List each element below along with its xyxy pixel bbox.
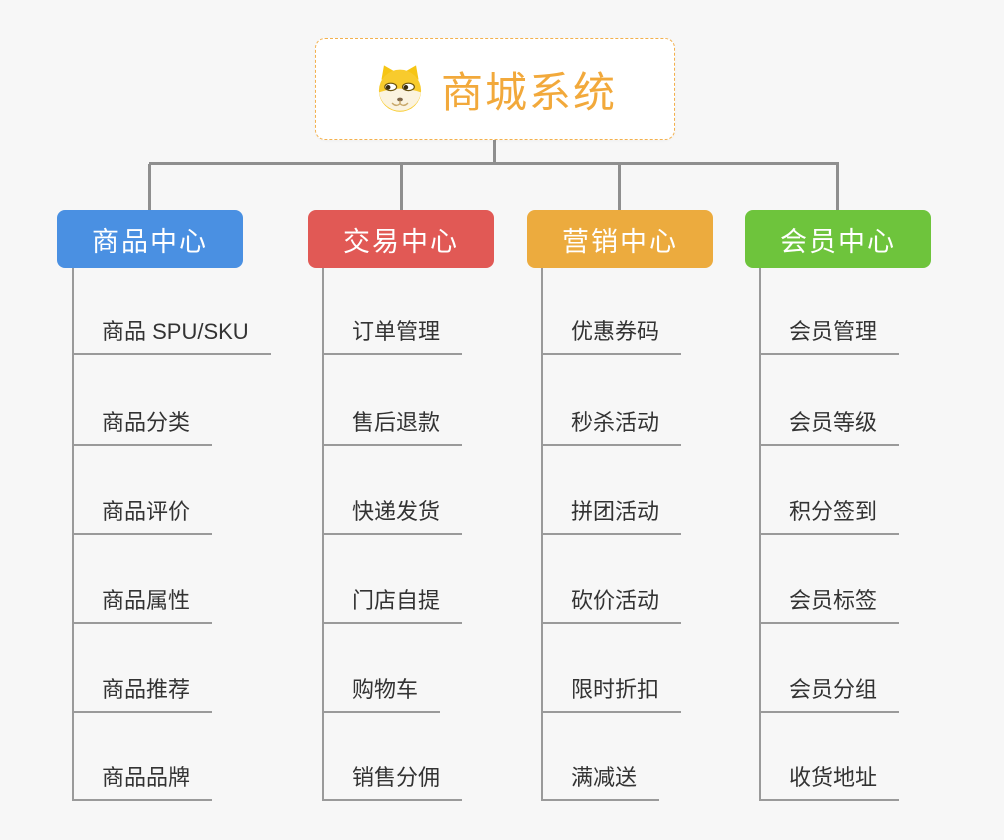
leaf-item[interactable]: 会员标签 [759, 588, 900, 624]
leaf-item[interactable]: 购物车 [322, 677, 441, 713]
root-node[interactable]: 商城系统 [315, 38, 675, 140]
connector-bus [149, 162, 839, 165]
leaf-item[interactable]: 会员分组 [759, 677, 900, 713]
leaf-item[interactable]: 商品评价 [72, 499, 213, 535]
leaf-item[interactable]: 商品分类 [72, 410, 213, 446]
leaf-item[interactable]: 限时折扣 [541, 677, 682, 713]
leaf-item[interactable]: 销售分佣 [322, 765, 463, 801]
leaf-item[interactable]: 满减送 [541, 765, 660, 801]
branch-header-product-center[interactable]: 商品中心 [57, 210, 243, 268]
leaf-item[interactable]: 订单管理 [322, 319, 463, 355]
leaf-item[interactable]: 优惠券码 [541, 319, 682, 355]
leaf-item[interactable]: 拼团活动 [541, 499, 682, 535]
leaf-item[interactable]: 商品属性 [72, 588, 213, 624]
branch-header-trade-center[interactable]: 交易中心 [308, 210, 494, 268]
leaf-item[interactable]: 秒杀活动 [541, 410, 682, 446]
leaf-item[interactable]: 会员等级 [759, 410, 900, 446]
leaf-item[interactable]: 商品 SPU/SKU [72, 319, 271, 355]
doge-icon [373, 62, 427, 116]
connector-drop-marketing [618, 164, 621, 210]
leaf-item[interactable]: 收货地址 [759, 765, 900, 801]
leaf-item[interactable]: 会员管理 [759, 319, 900, 355]
connector-drop-trade [400, 164, 403, 210]
leaf-item[interactable]: 商品品牌 [72, 765, 213, 801]
leaf-item[interactable]: 售后退款 [322, 410, 463, 446]
leaf-item[interactable]: 商品推荐 [72, 677, 213, 713]
leaf-item[interactable]: 快递发货 [322, 499, 463, 535]
connector-drop-product [148, 164, 151, 210]
leaf-item[interactable]: 门店自提 [322, 588, 463, 624]
connector-root-stem [493, 139, 496, 163]
branch-header-member-center[interactable]: 会员中心 [745, 210, 931, 268]
leaf-item[interactable]: 砍价活动 [541, 588, 682, 624]
branch-header-marketing-center[interactable]: 营销中心 [527, 210, 713, 268]
connector-drop-member [836, 164, 839, 210]
root-title: 商城系统 [440, 68, 617, 116]
leaf-item[interactable]: 积分签到 [759, 499, 900, 535]
